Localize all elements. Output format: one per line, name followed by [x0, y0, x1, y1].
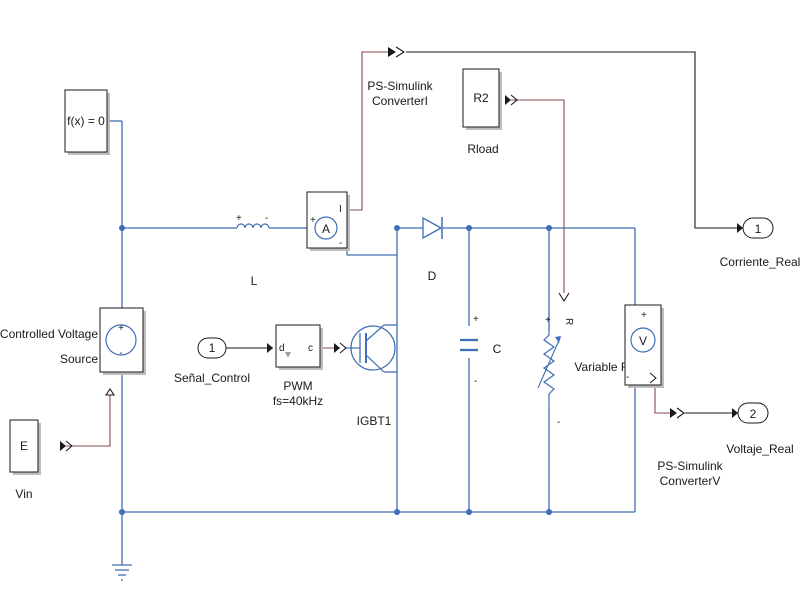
svg-text:+: +	[473, 314, 479, 325]
pwm-block[interactable]: d c PWM fs=40kHz	[273, 324, 323, 408]
outport-voltage-number: 2	[750, 407, 757, 421]
igbt-label: IGBT1	[357, 414, 392, 428]
arrow-icon	[510, 94, 518, 106]
svg-text:-: -	[626, 372, 629, 383]
inport-control-number: 1	[209, 341, 216, 355]
svg-text:I: I	[339, 204, 342, 215]
diode-label: D	[428, 269, 437, 283]
ammeter-symbol: A	[322, 222, 330, 236]
junction-dot	[119, 509, 125, 515]
arrow-icon	[60, 441, 66, 451]
ps-signal-lines	[66, 51, 670, 447]
svg-text:+: +	[641, 310, 647, 321]
controlled-source-label-2: Source	[60, 352, 98, 366]
pwm-port-c: c	[308, 343, 313, 354]
inport-control[interactable]: 1 Señal_Control	[174, 337, 250, 385]
arrow-icon	[676, 407, 685, 419]
controlled-voltage-source-block[interactable]: + - Controlled Voltage Source	[0, 307, 146, 375]
arrow-icon	[732, 408, 738, 418]
pwm-label-1: PWM	[283, 379, 312, 393]
junction-dot	[119, 225, 125, 231]
pwm-label-2: fs=40kHz	[273, 394, 323, 408]
solver-config-label: f(x) = 0	[67, 114, 105, 128]
arrow-icon	[104, 388, 116, 396]
svg-text:+: +	[545, 315, 551, 326]
svg-text:-: -	[474, 376, 477, 387]
electrical-ground[interactable]	[112, 564, 132, 581]
junction-dot	[466, 225, 472, 231]
svg-text:+: +	[310, 215, 316, 226]
inductor-label: L	[251, 274, 258, 288]
junction-dot	[466, 509, 472, 515]
ps-converter-i-block[interactable]: PS-Simulink ConverterI	[367, 79, 433, 108]
ps-converter-v-label-1: PS-Simulink	[657, 459, 723, 473]
rload-label: Rload	[467, 142, 498, 156]
svg-text:+: +	[236, 213, 242, 224]
arrow-icon	[334, 343, 340, 353]
solver-config-block[interactable]: f(x) = 0	[64, 89, 110, 155]
inport-control-label: Señal_Control	[174, 371, 250, 385]
current-sensor-block[interactable]: A + I -	[306, 191, 350, 251]
svg-text:-: -	[119, 348, 122, 359]
rload-symbol: R2	[473, 91, 489, 105]
capacitor-label: C	[493, 342, 502, 356]
variable-r-port-label: R	[563, 318, 574, 325]
ps-converter-v-block[interactable]: PS-Simulink ConverterV	[657, 459, 723, 488]
vin-label: Vin	[15, 487, 32, 501]
ammeter-icon	[314, 216, 338, 240]
igbt-block[interactable]: IGBT1	[346, 324, 396, 428]
outport-voltage-label: Voltaje_Real	[726, 442, 793, 456]
pwm-icon	[285, 352, 291, 358]
junction-dot	[546, 225, 552, 231]
wire-junctions	[119, 225, 552, 515]
svg-text:-: -	[557, 417, 560, 428]
resistor-icon	[542, 330, 556, 410]
svg-text:+: +	[118, 323, 124, 334]
junction-dot	[546, 509, 552, 515]
diode-block[interactable]: D	[422, 216, 443, 283]
arrow-icon	[388, 47, 396, 57]
variable-r-label: Variable R	[574, 360, 629, 374]
svg-text:-: -	[339, 238, 342, 249]
controlled-source-label-1: Controlled Voltage	[0, 327, 98, 341]
arrow-icon	[737, 223, 743, 233]
arrow-icon	[558, 292, 570, 303]
arrow-icon	[267, 343, 273, 353]
arrow-icon	[670, 408, 677, 418]
voltmeter-symbol: V	[639, 334, 647, 348]
variable-resistor-block[interactable]: + - R Variable R	[537, 315, 630, 428]
voltage-sensor-block[interactable]: V + -	[624, 304, 664, 388]
ps-converter-i-label-1: PS-Simulink	[367, 79, 433, 93]
outport-voltage[interactable]: 2 Voltaje_Real	[726, 402, 794, 456]
arrow-icon	[65, 440, 73, 452]
diode-icon	[422, 216, 443, 240]
outport-current-label: Corriente_Real	[720, 255, 800, 269]
inductor-block[interactable]: + - L	[236, 213, 270, 288]
arrow-icon	[339, 342, 347, 354]
outport-current-number: 1	[755, 222, 762, 236]
vin-symbol: E	[20, 439, 28, 453]
arrow-icon	[395, 46, 406, 58]
ps-converter-i-label-2: ConverterI	[372, 94, 428, 108]
junction-dot	[394, 509, 400, 515]
arrow-icon	[505, 95, 511, 105]
pwm-port-d: d	[279, 343, 285, 354]
simulink-signal-lines	[226, 51, 743, 414]
junction-dot	[394, 225, 400, 231]
inductor-icon	[236, 223, 270, 229]
svg-text:-: -	[265, 213, 268, 224]
capacitor-block[interactable]: + - C	[458, 314, 502, 387]
voltmeter-icon	[630, 327, 656, 353]
rload-constant-block[interactable]: R2 Rload	[462, 68, 502, 156]
outport-current[interactable]: 1 Corriente_Real	[720, 217, 800, 269]
voltage-source-icon	[105, 324, 137, 356]
ps-converter-v-label-2: ConverterV	[660, 474, 721, 488]
vin-constant-block[interactable]: E Vin	[9, 419, 41, 501]
